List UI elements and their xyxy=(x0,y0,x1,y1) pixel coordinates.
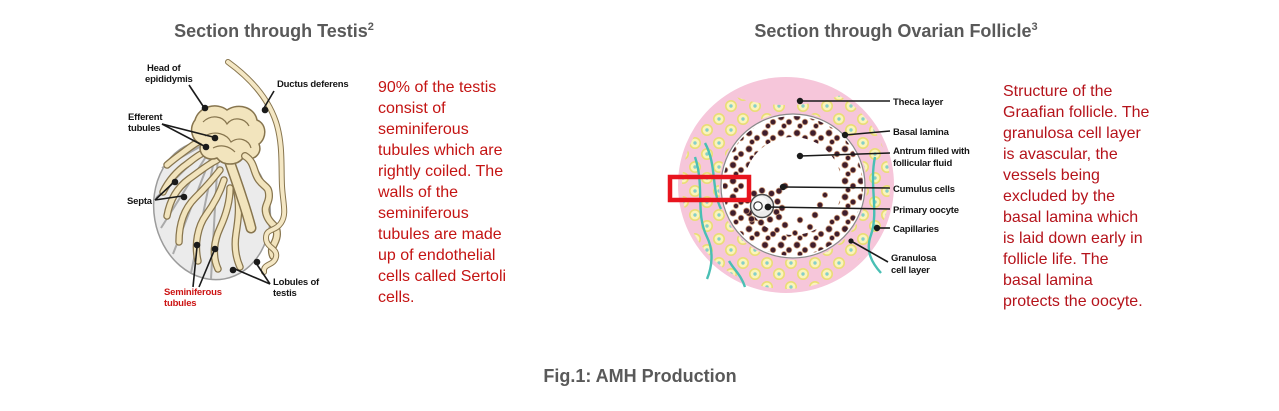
figure-caption: Fig.1: AMH Production xyxy=(543,366,737,386)
ductus-deferens-shape xyxy=(225,59,288,275)
testis-diagram: Head of epididymis Ductus deferens Effer… xyxy=(127,59,349,309)
label-lines xyxy=(767,100,891,263)
testis-annotation: 90% of the testis consist of seminiferou… xyxy=(378,79,507,306)
label-antrum-line2: follicular fluid xyxy=(893,158,952,169)
label-ductus-deferens: Ductus deferens xyxy=(277,79,348,90)
label-primary-oocyte: Primary oocyte xyxy=(893,205,959,216)
epididymis-body xyxy=(241,152,282,260)
testis-title-superscript: 2 xyxy=(367,21,374,33)
follicle-diagram: Theca layer Basal lamina Antrum filled w… xyxy=(665,65,1000,310)
label-granulosa-cell-layer-line2: cell layer xyxy=(891,265,930,276)
label-efferent-tubules: Efferent xyxy=(128,112,163,123)
label-granulosa-cell-layer: Granulosa xyxy=(891,253,937,264)
label-septa: Septa xyxy=(127,196,153,207)
label-seminiferous-tubules: Seminiferous xyxy=(164,287,222,298)
label-lines xyxy=(154,84,275,288)
label-capillaries: Capillaries xyxy=(893,224,939,235)
label-dots xyxy=(171,104,269,274)
follicle-title: Section through Ovarian Follicle3 xyxy=(754,21,1037,42)
testis-title-text: Section through Testis xyxy=(174,21,368,41)
label-basal-lamina: Basal lamina xyxy=(893,127,950,138)
label-lobules-of-testis: Lobules of xyxy=(273,277,320,288)
follicle-annotation: Structure of the Graafian follicle. The … xyxy=(1003,83,1150,310)
granulosa-loose-cells xyxy=(774,192,828,236)
label-lobules-of-testis-line2: testis xyxy=(273,288,297,299)
label-head-of-epididymis-line2: epididymis xyxy=(145,74,193,85)
follicle-title-superscript: 3 xyxy=(1031,21,1038,33)
label-efferent-tubules-line2: tubules xyxy=(128,123,160,134)
label-seminiferous-tubules-line2: tubules xyxy=(164,298,196,309)
highlight-box xyxy=(667,174,752,203)
testis-title: Section through Testis2 xyxy=(174,21,374,42)
epididymis-head xyxy=(190,105,266,165)
label-dots xyxy=(764,97,881,244)
label-antrum: Antrum filled with xyxy=(893,146,970,157)
label-head-of-epididymis: Head of xyxy=(147,63,181,74)
follicle-title-text: Section through Ovarian Follicle xyxy=(754,21,1032,41)
label-cumulus-cells: Cumulus cells xyxy=(893,184,955,195)
primary-oocyte-shape xyxy=(749,193,775,219)
label-theca-layer: Theca layer xyxy=(893,97,944,108)
